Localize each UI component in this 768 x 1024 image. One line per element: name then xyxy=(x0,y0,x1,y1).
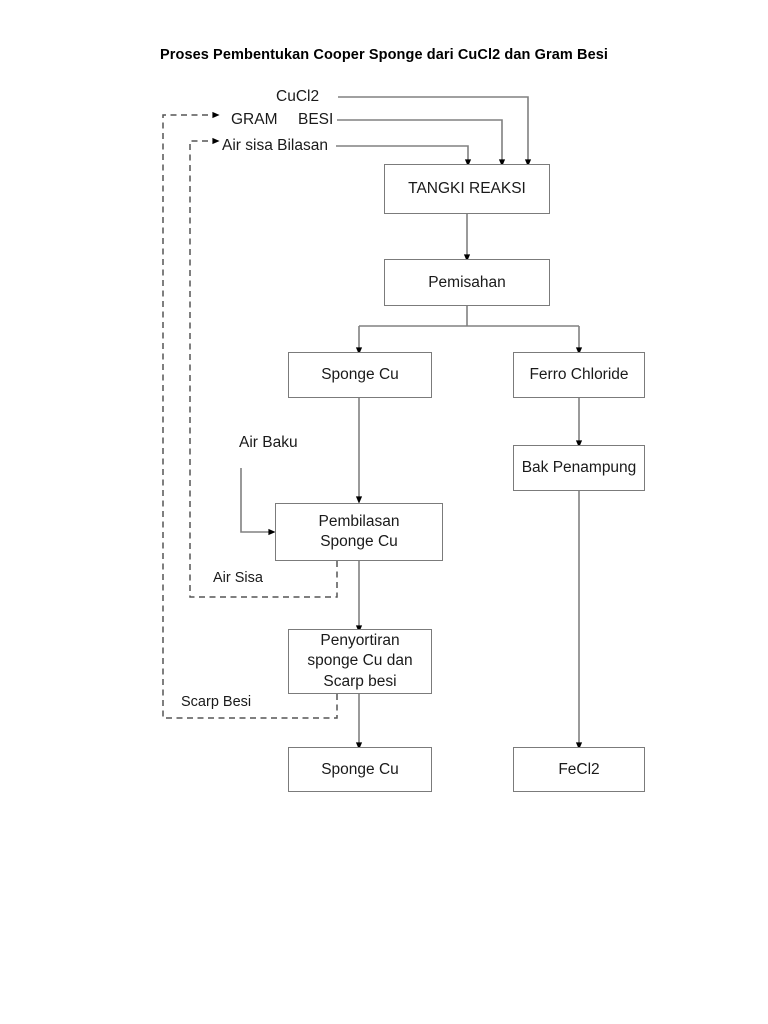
node-penyortiran-line3: Scarp besi xyxy=(323,672,397,690)
label-gram: GRAM xyxy=(231,111,278,128)
page-title: Proses Pembentukan Cooper Sponge dari Cu… xyxy=(159,47,609,63)
node-fecl2[interactable]: FeCl2 xyxy=(513,747,645,792)
recycle-air-sisa xyxy=(189,137,338,598)
node-pembilasan-sponge-cu[interactable]: Pembilasan Sponge Cu xyxy=(275,503,443,561)
node-fecl2-label: FeCl2 xyxy=(558,760,600,778)
node-penyortiran-line1: Penyortiran xyxy=(320,631,400,649)
node-pemisahan-label: Pemisahan xyxy=(428,273,506,291)
label-scarp-besi: Scarp Besi xyxy=(181,694,252,710)
node-sponge-cu-2[interactable]: Sponge Cu xyxy=(288,747,432,792)
node-penyortiran[interactable]: Penyortiran sponge Cu dan Scarp besi xyxy=(288,629,432,694)
node-pemisahan[interactable]: Pemisahan xyxy=(384,259,550,306)
node-sponge-cu-2-label: Sponge Cu xyxy=(321,760,399,778)
flowline-cucl2 xyxy=(338,96,532,167)
node-penyortiran-line2: sponge Cu dan xyxy=(307,652,413,670)
flowline-air-baku xyxy=(240,468,276,536)
flowline-gram-besi xyxy=(337,119,506,167)
recycle-scarp-besi xyxy=(162,111,338,719)
node-bak-penampung[interactable]: Bak Penampung xyxy=(513,445,645,491)
node-sponge-cu-1[interactable]: Sponge Cu xyxy=(288,352,432,398)
node-pembilasan-line2: Sponge Cu xyxy=(320,533,398,550)
node-bak-penampung-label: Bak Penampung xyxy=(521,459,637,477)
flowline-air-sisa-bilasan xyxy=(336,145,472,167)
label-air-sisa: Air Sisa xyxy=(213,570,263,586)
node-tangki-reaksi-label: TANGKI REAKSI xyxy=(408,180,526,198)
node-sponge-cu-1-label: Sponge Cu xyxy=(321,366,399,384)
node-tangki-reaksi[interactable]: TANGKI REAKSI xyxy=(384,164,550,214)
node-ferro-chloride-label: Ferro Chloride xyxy=(529,366,629,384)
label-air-baku: Air Baku xyxy=(239,434,298,451)
node-ferro-chloride[interactable]: Ferro Chloride xyxy=(513,352,645,398)
node-pembilasan-line1: Pembilasan xyxy=(318,512,400,530)
label-air-sisa-bilasan: Air sisa Bilasan xyxy=(222,137,328,154)
label-cucl2: CuCl2 xyxy=(276,88,320,105)
label-besi: BESI xyxy=(298,111,334,128)
